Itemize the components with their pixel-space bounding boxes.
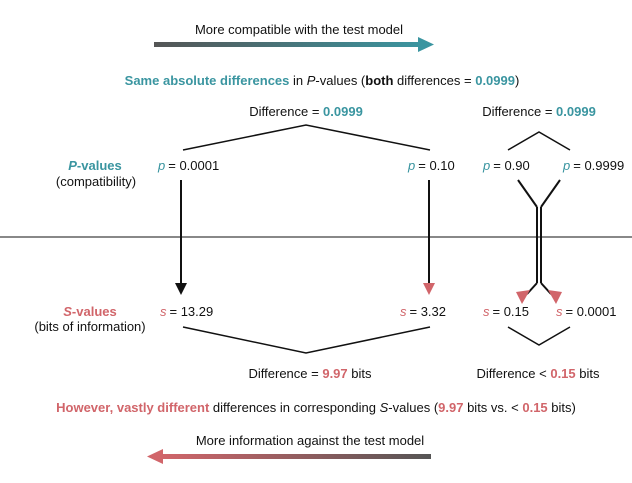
s-value-text: = 0.0001 [566, 304, 617, 319]
diff-unit: bits [576, 366, 600, 381]
top-arrow-label: More compatible with the test model [195, 22, 403, 37]
footline: However, vastly different differences in… [56, 400, 576, 415]
p-value-4: p= 0.9999 [562, 158, 624, 173]
headline-text: differences = [393, 73, 475, 88]
p-symbol: p [407, 158, 415, 173]
footline-text: -values ( [388, 400, 439, 415]
s-value-text: = 13.29 [170, 304, 214, 319]
arrow-p3-p4-to-s3-s4 [516, 179, 562, 304]
arrow-p2-to-s2 [423, 180, 435, 295]
s-value-3: s= 0.15 [483, 304, 529, 319]
headline-emphasis: Same absolute differences [125, 73, 290, 88]
diff-value: 9.97 [322, 366, 347, 381]
diff-label: Difference = [482, 104, 556, 119]
p-value-3: p= 0.90 [482, 158, 530, 173]
p-value-2: p= 0.10 [407, 158, 455, 173]
p-value-1: p= 0.0001 [157, 158, 219, 173]
headline-text: ) [515, 73, 519, 88]
arrow-p1-to-s1 [175, 180, 187, 295]
footline-text: bits vs. < [463, 400, 522, 415]
p-symbol: p [482, 158, 490, 173]
diff-right-top: Difference = 0.0999 [482, 104, 596, 119]
bracket-left-top [182, 124, 431, 151]
s-value-4: s= 0.0001 [556, 304, 616, 319]
bottom-arrow-label: More information against the test model [196, 433, 424, 448]
s-value-2: s= 3.32 [400, 304, 446, 319]
diff-left-bottom: Difference = 9.97 bits [249, 366, 372, 381]
s-symbol: s [483, 304, 490, 319]
footline-value: 0.15 [522, 400, 547, 415]
s-value-text: = 0.15 [493, 304, 530, 319]
p-value-text: = 0.9999 [573, 158, 624, 173]
bracket-right-bottom [507, 326, 571, 346]
compatibility-direction-arrow [154, 37, 434, 52]
footline-text: bits) [548, 400, 576, 415]
headline-p-letter: P [307, 73, 316, 88]
p-symbol: p [562, 158, 570, 173]
headline-text: -values ( [315, 73, 366, 88]
s-title-rest: -values [72, 304, 117, 319]
s-values-subtitle: (bits of information) [34, 319, 145, 334]
p-value-text: = 0.90 [493, 158, 530, 173]
headline-both: both [365, 73, 393, 88]
p-symbol: p [157, 158, 165, 173]
p-values-title: P-values [68, 158, 121, 173]
bracket-right-top [507, 131, 571, 151]
p-value-text: = 0.0001 [168, 158, 219, 173]
p-values-subtitle: (compatibility) [56, 174, 136, 189]
s-symbol: s [556, 304, 563, 319]
s-title-letter: S [63, 304, 72, 319]
diff-label: Difference = [249, 366, 323, 381]
s-value-text: = 3.32 [410, 304, 447, 319]
information-direction-arrow [147, 449, 431, 464]
diff-right-bottom: Difference < 0.15 bits [477, 366, 600, 381]
p-title-rest: -values [77, 158, 122, 173]
bracket-left-bottom [182, 326, 431, 354]
s-symbol: s [400, 304, 407, 319]
diff-label: Difference = [249, 104, 323, 119]
diff-unit: bits [348, 366, 372, 381]
p-title-letter: P [68, 158, 77, 173]
footline-emphasis: However, vastly different [56, 400, 210, 415]
s-values-title: S-values [63, 304, 116, 319]
p-value-text: = 0.10 [418, 158, 455, 173]
diff-left-top: Difference = 0.0999 [249, 104, 363, 119]
diff-value: 0.15 [550, 366, 575, 381]
footline-s-letter: S [380, 400, 389, 415]
footline-text: differences in corresponding [209, 400, 379, 415]
headline-value: 0.0999 [475, 73, 515, 88]
footline-value: 9.97 [438, 400, 463, 415]
diff-value: 0.0999 [556, 104, 596, 119]
headline: Same absolute differences in P-values (b… [125, 73, 520, 88]
headline-text: in [289, 73, 306, 88]
diff-value: 0.0999 [323, 104, 363, 119]
s-symbol: s [160, 304, 167, 319]
diff-label: Difference < [477, 366, 551, 381]
s-value-1: s= 13.29 [160, 304, 213, 319]
